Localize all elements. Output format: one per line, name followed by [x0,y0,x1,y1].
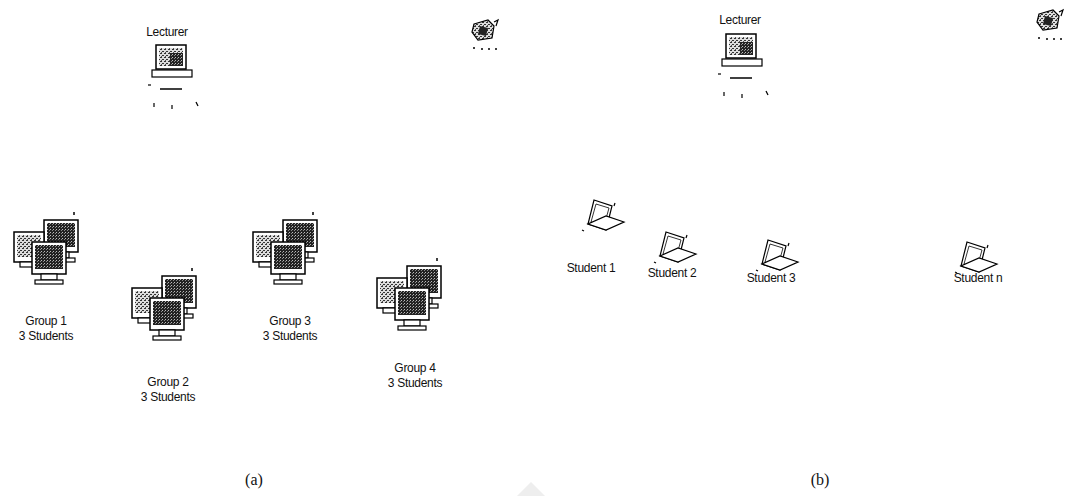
subfigure-caption: (b) [811,471,830,489]
student-laptop [654,232,696,263]
lecturer-label: Lecturer [719,13,761,27]
group-size-label: 3 Students [19,329,73,343]
group-computers [377,258,441,330]
group-computers [253,212,317,284]
student-label: Student 2 [648,266,697,280]
projector-icon [472,20,498,50]
student-label: Student n [954,271,1003,285]
group-size-label: 3 Students [141,390,195,404]
group-size-label: 3 Students [263,329,317,343]
student-laptop [756,240,798,271]
group-computers [14,212,78,284]
group-label: Group 1 [25,314,66,328]
lecturer-computer [148,45,198,109]
group-size-label: 3 Students [388,376,442,390]
group-label: Group 2 [147,375,188,389]
group-computers [132,268,196,340]
group-label: Group 4 [394,361,435,375]
student-laptop [955,242,997,273]
lecturer-label: Lecturer [146,25,188,39]
watermark-triangle [517,482,545,496]
group-label: Group 3 [269,314,310,328]
student-laptop [582,200,624,231]
projector-icon [1037,10,1063,40]
lecturer-computer [718,34,768,98]
student-label: Student 1 [567,261,616,275]
student-label: Student 3 [747,271,796,285]
subfigure-caption: (a) [245,471,263,489]
